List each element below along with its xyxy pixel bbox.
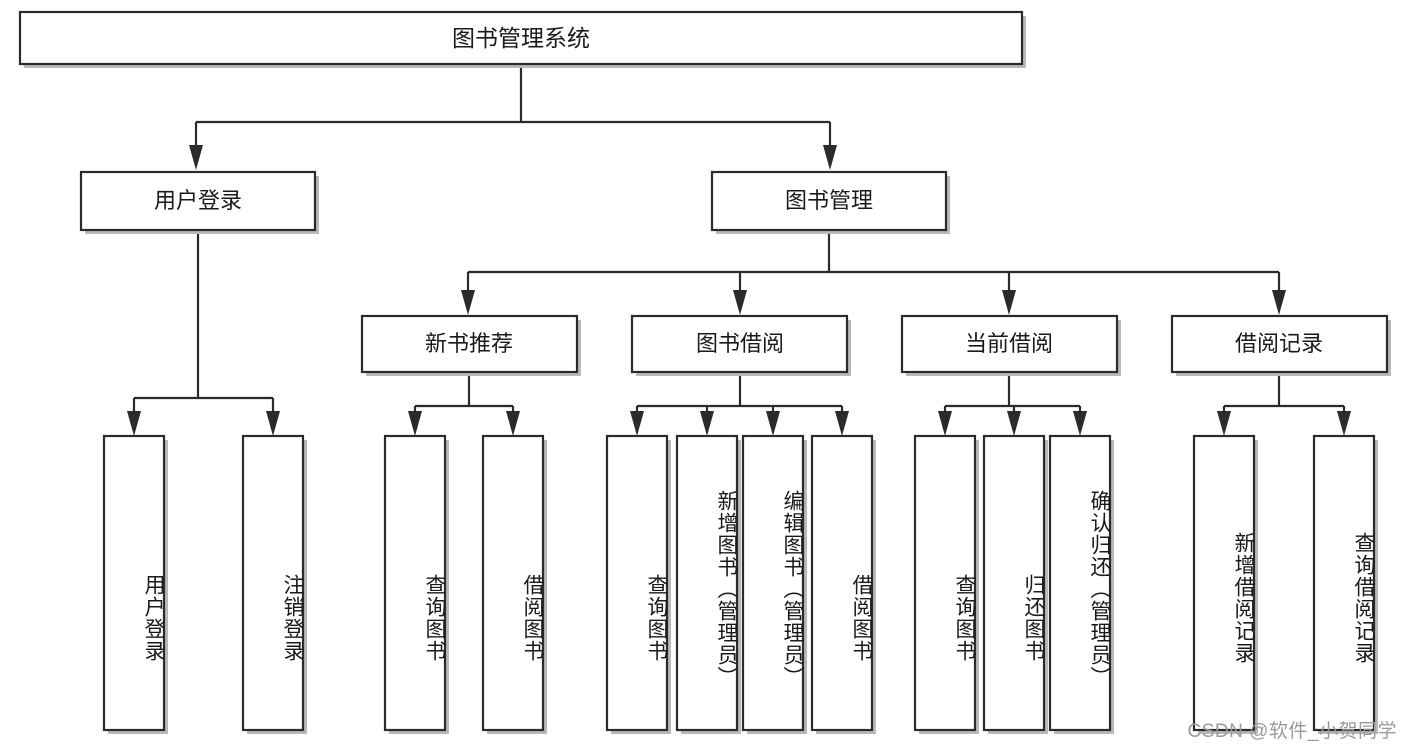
node-root-book-management-system[interactable]: 图书管理系统 [18,10,1026,68]
connector-group-newbook-to-leaves [408,375,520,436]
leaf-new-book-borrow[interactable] [481,434,547,734]
leaf-current-borrow-return[interactable] [982,434,1048,734]
node-book-management[interactable]: 图书管理 [710,170,950,234]
connector-group-bookmgmt-to-level3 [461,233,1286,315]
watermark-text: CSDN @软件_小贺同学 [1187,721,1397,742]
leaf-user-login-login[interactable] [102,434,168,734]
leaf-book-borrow-query[interactable] [605,434,671,734]
node-book-management-label: 图书管理 [785,188,873,213]
node-current-borrow[interactable]: 当前借阅 [900,314,1121,376]
node-book-borrow[interactable]: 图书借阅 [630,314,851,376]
leaf-current-borrow-query[interactable] [913,434,979,734]
connector-group-userlogin-to-leaves [127,233,280,436]
node-new-book-recommend-label: 新书推荐 [425,331,513,356]
leaf-borrow-record-query[interactable] [1312,434,1378,734]
leaf-borrow-record-add[interactable] [1192,434,1258,734]
node-borrow-record[interactable]: 借阅记录 [1170,314,1391,376]
node-book-borrow-label: 图书借阅 [696,331,784,356]
connector-group-bookborrow-to-leaves [630,375,849,436]
node-root-label: 图书管理系统 [452,25,590,51]
leaf-book-borrow-add[interactable] [675,434,741,734]
leaf-current-borrow-confirm-return[interactable] [1048,434,1114,734]
leaf-new-book-query[interactable] [383,434,449,734]
leaf-book-borrow-edit[interactable] [741,434,807,734]
node-borrow-record-label: 借阅记录 [1235,331,1323,356]
node-user-login[interactable]: 用户登录 [79,170,319,234]
node-new-book-recommend[interactable]: 新书推荐 [360,314,581,376]
node-current-borrow-label: 当前借阅 [965,331,1053,356]
connector-group-borrowrecord-to-leaves [1217,375,1351,436]
connector-group-currentborrow-to-leaves [938,375,1087,436]
leaf-book-borrow-borrow[interactable] [810,434,876,734]
node-user-login-label: 用户登录 [154,188,242,213]
connector-group-root-to-level2 [189,67,837,170]
leaf-user-login-logout[interactable] [241,434,307,734]
